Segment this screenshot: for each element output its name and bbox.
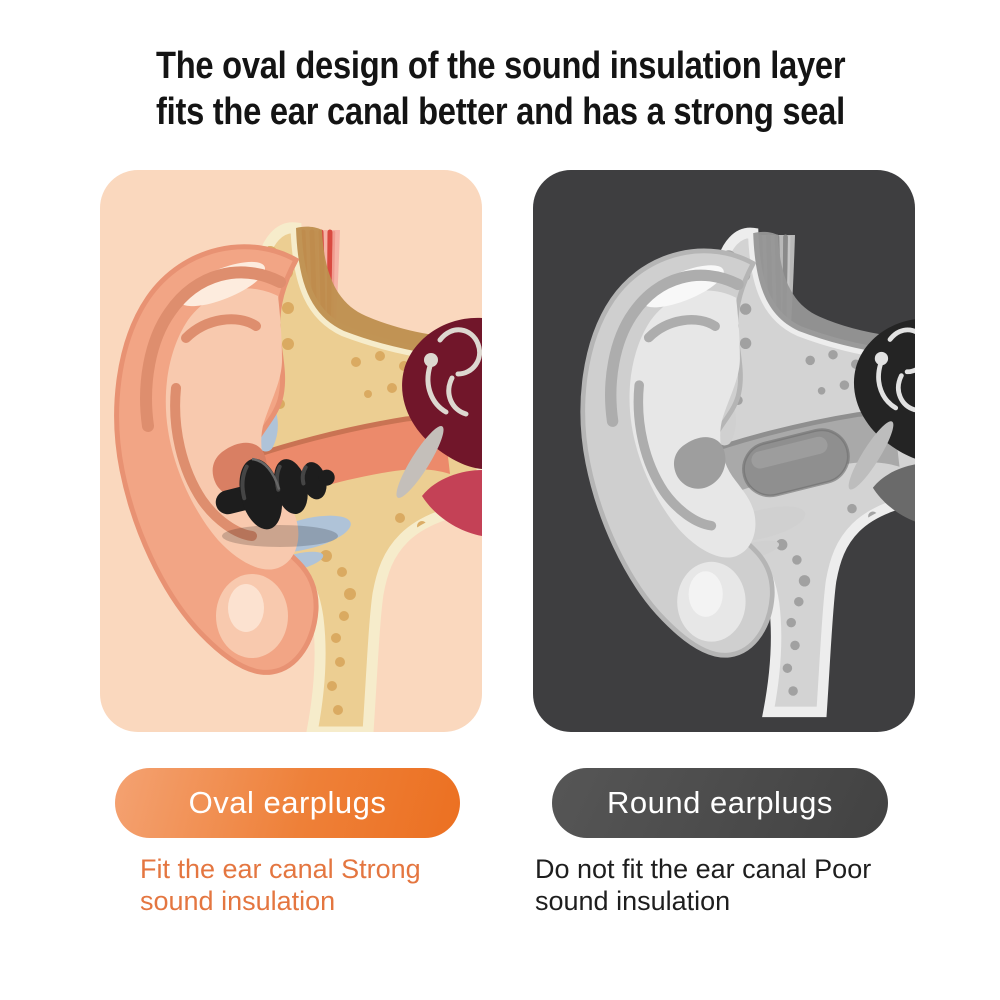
oval-earplugs-caption: Fit the ear canal Strong sound insulatio…	[140, 854, 421, 917]
ear-anatomy-grayscale-illustration	[533, 170, 915, 732]
comparison-panels	[100, 170, 915, 732]
oval-earplugs-badge: Oval earplugs	[115, 768, 460, 838]
headline-line-2: fits the ear canal better and has a stro…	[156, 90, 845, 133]
headline: The oval design of the sound insulation …	[156, 44, 846, 135]
headline-line-1: The oval design of the sound insulation …	[156, 45, 846, 87]
round-earplugs-caption: Do not fit the ear canal Poor sound insu…	[535, 854, 872, 917]
round-earplugs-badge-label: Round earplugs	[607, 785, 833, 820]
oval-earplugs-badge-label: Oval earplugs	[188, 785, 387, 820]
ear-anatomy-color-illustration	[100, 170, 482, 732]
panel-oval-earplugs	[100, 170, 482, 732]
panel-round-earplugs	[533, 170, 915, 732]
round-earplugs-badge: Round earplugs	[552, 768, 888, 838]
